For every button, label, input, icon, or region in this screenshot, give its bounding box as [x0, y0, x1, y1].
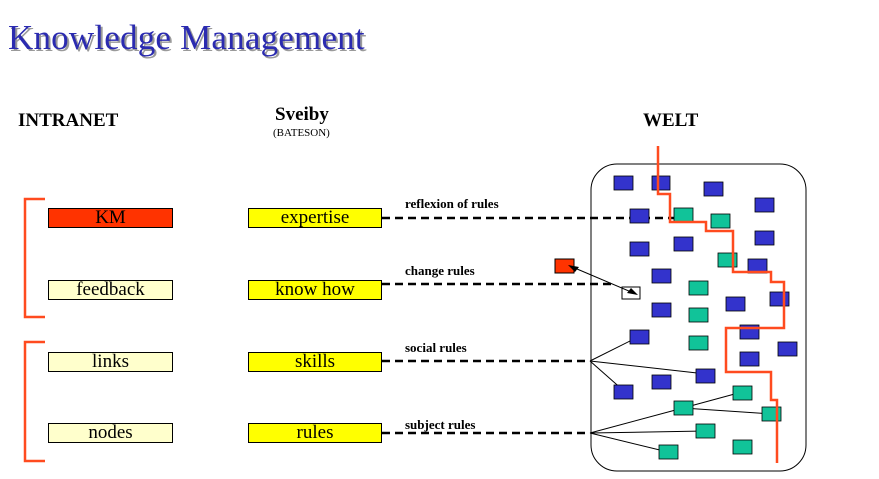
arrowhead-end-icon — [627, 288, 638, 295]
label-social-rules: social rules — [405, 340, 467, 355]
welt-heading: WELT — [643, 110, 699, 131]
bateson-subheading: (BATESON) — [273, 127, 330, 139]
sveiby-heading: Sveiby — [275, 104, 329, 125]
label-change-rules: change rules — [405, 263, 475, 278]
label-reflexion-of-rules: reflexion of rules — [405, 196, 499, 211]
arrowhead-start-icon — [568, 265, 579, 272]
blue-nodes — [613, 175, 798, 400]
intranet-heading: INTRANET — [18, 110, 119, 131]
red-path — [656, 146, 786, 463]
change-rules-arrow-line — [569, 265, 637, 295]
sveiby-skills-box: skills — [248, 351, 382, 372]
green-nodes — [658, 207, 782, 460]
label-subject-rules: subject rules — [405, 417, 476, 432]
intranet-km-box: KM — [48, 207, 173, 228]
intranet-links-box: links — [48, 351, 173, 372]
bracket-bottom — [23, 340, 45, 463]
page-title: Knowledge Management — [8, 18, 365, 57]
sveiby-expertise-box: expertise — [248, 207, 382, 228]
sveiby-knowhow-box: know how — [248, 279, 382, 300]
intranet-feedback-box: feedback — [48, 279, 173, 300]
intranet-nodes-box: nodes — [48, 422, 173, 443]
sveiby-rules-box: rules — [248, 422, 382, 443]
change-rules-marker — [554, 258, 575, 274]
bracket-top — [23, 197, 45, 319]
